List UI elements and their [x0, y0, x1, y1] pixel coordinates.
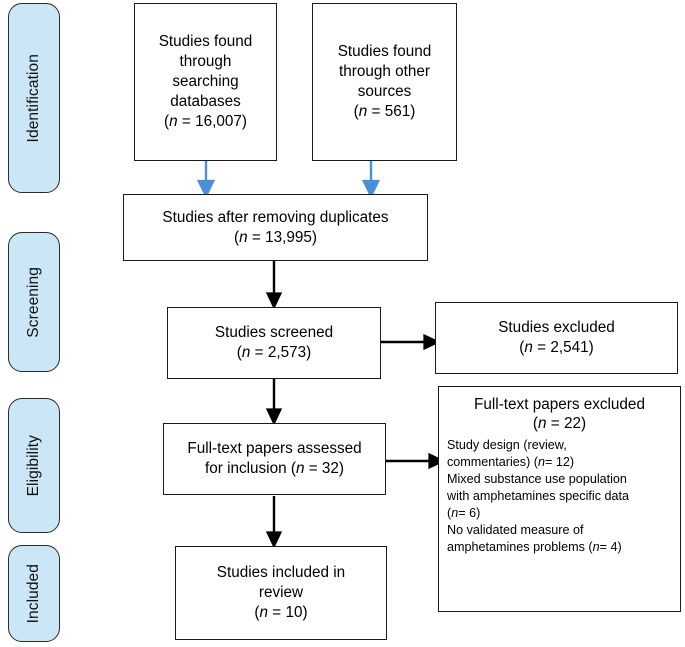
- stage-label-included: Included: [25, 563, 42, 624]
- box-studies-screened: Studies screened (n = 2,573): [167, 307, 381, 379]
- stage-label-screening: Screening: [25, 266, 42, 338]
- box-fulltext-papers-assessed-text: Full-text papers assessed for inclusion …: [187, 440, 362, 477]
- stage-label-eligibility: Eligibility: [25, 434, 42, 497]
- box-fulltext-papers-assessed: Full-text papers assessed for inclusion …: [163, 423, 386, 495]
- box-studies-included-in-review: Studies included in review (n = 10): [175, 546, 387, 640]
- box-studies-found-other-sources-text: Studies found through other sources (n =…: [337, 43, 432, 120]
- box-studies-found-databases-text: Studies found through searching database…: [158, 33, 253, 130]
- box-studies-included-in-review-text: Studies included in review (n = 10): [216, 564, 346, 621]
- stage-pill-included: Included: [8, 545, 60, 642]
- stage-pill-screening: Screening: [8, 232, 60, 372]
- stage-pill-eligibility: Eligibility: [8, 398, 60, 533]
- box-fulltext-papers-excluded-reasons: Study design (review, commentaries) (n= …: [447, 437, 630, 555]
- box-fulltext-papers-excluded-title: Full-text papers excluded (n = 22): [474, 396, 645, 433]
- box-studies-excluded: Studies excluded (n = 2,541): [435, 302, 678, 374]
- box-studies-excluded-text: Studies excluded (n = 2,541): [498, 319, 615, 356]
- stage-label-identification: Identification: [25, 53, 42, 143]
- box-studies-screened-text: Studies screened (n = 2,573): [214, 324, 334, 361]
- box-studies-found-databases: Studies found through searching database…: [134, 3, 277, 161]
- stage-pill-identification: Identification: [8, 3, 60, 193]
- box-fulltext-papers-excluded: Full-text papers excluded (n = 22) Study…: [438, 386, 681, 612]
- box-studies-found-other-sources: Studies found through other sources (n =…: [312, 3, 457, 161]
- box-studies-after-removing-duplicates-text: Studies after removing duplicates (n = 1…: [162, 208, 389, 246]
- box-studies-after-removing-duplicates: Studies after removing duplicates (n = 1…: [123, 194, 428, 261]
